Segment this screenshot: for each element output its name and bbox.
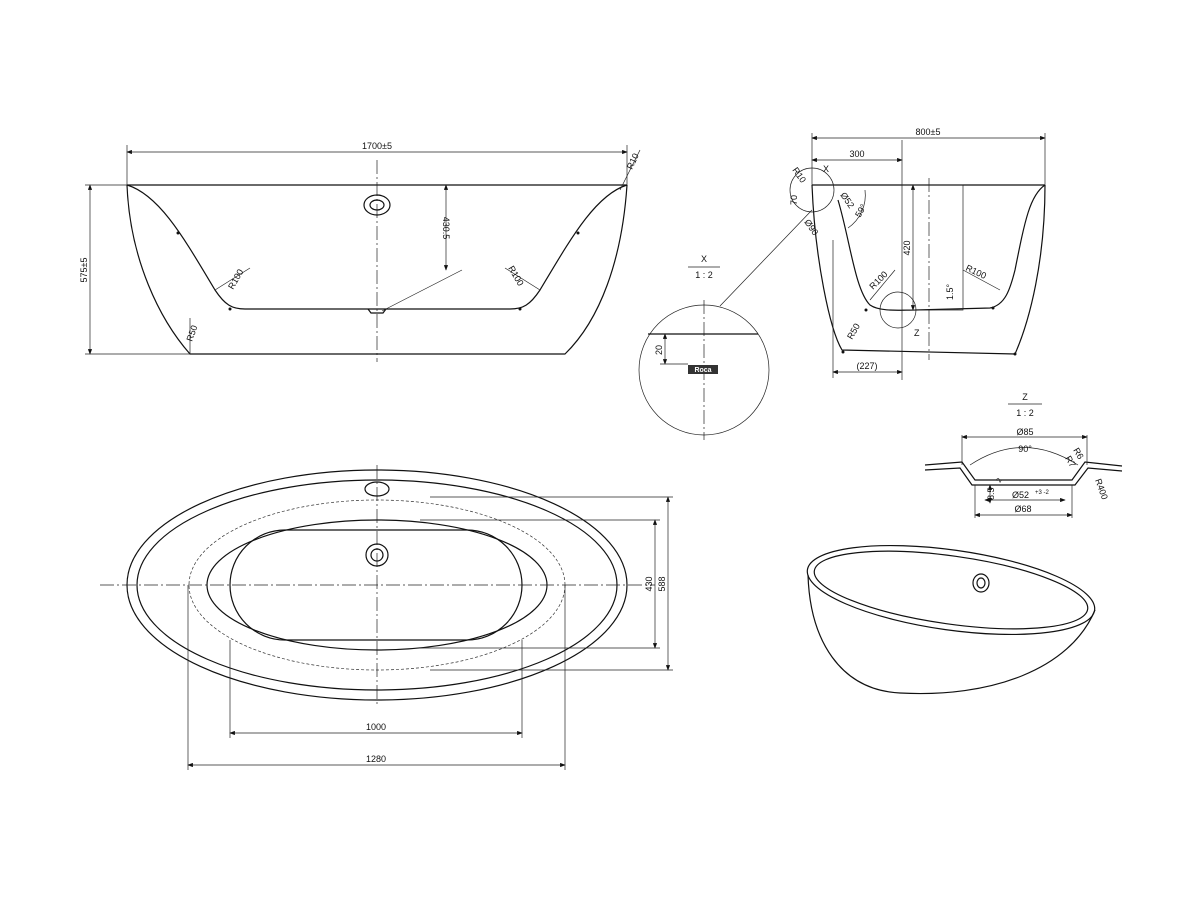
- front-inner-profile: [126, 184, 628, 310]
- iso-rim-outer: [806, 544, 1096, 636]
- dim-420: 420: [902, 240, 912, 255]
- side-view: 800±5 300 420 (227) R10 70 Ø90 Ø52 59° X…: [719, 127, 1046, 380]
- overflow-icon: [363, 194, 391, 216]
- drain-section-outline: [924, 461, 1123, 481]
- dim-70: 70: [789, 195, 799, 205]
- dim-8-5: 8.5: [986, 487, 996, 500]
- detail-z-callout-circle: [879, 291, 917, 329]
- dim-height: 575±5: [79, 258, 89, 283]
- isometric-view: [806, 544, 1096, 695]
- side-outer-profile: [811, 184, 1046, 355]
- roca-logo-icon: [688, 365, 718, 374]
- front-view: 1700±5 575±5 430.5 R10 R100 R100 R50: [79, 141, 641, 362]
- label-r100-right: R100: [964, 263, 988, 281]
- label-r50: R50: [184, 324, 199, 343]
- dim-d85: Ø85: [1016, 427, 1033, 437]
- detail-x-marker: X: [823, 164, 829, 174]
- label-r10: R10: [790, 165, 808, 184]
- iso-body-outline: [807, 574, 1096, 695]
- detail-z-scale: 1 : 2: [1016, 408, 1034, 418]
- front-outer-profile: [126, 184, 628, 355]
- overflow-icon: [364, 481, 390, 497]
- dim-d52: Ø52: [838, 190, 856, 210]
- dim-90deg: 90°: [1018, 444, 1032, 454]
- drain-icon: [367, 308, 387, 314]
- label-r100-left: R100: [226, 267, 245, 291]
- iso-rim-inner: [813, 550, 1089, 630]
- dim-length: 1700±5: [362, 141, 392, 151]
- detail-z: Z 1 : 2 Ø85 90° R6 R7 R400 8.5 2 Ø52 +3 …: [924, 392, 1123, 518]
- detail-x-scale: 1 : 2: [695, 270, 713, 280]
- dim-d68: Ø68: [1014, 504, 1031, 514]
- detail-z-label: Z: [1022, 392, 1028, 402]
- detail-x: X 1 : 2 20 Roca: [638, 254, 770, 440]
- label-r50: R50: [845, 322, 862, 341]
- dim-slope: 1.5°: [945, 283, 955, 300]
- roca-logo-text: Roca: [694, 367, 711, 374]
- dim-588: 588: [657, 576, 667, 591]
- dim-227: (227): [856, 361, 877, 371]
- dim-d52-tolerance: +3 -2: [1035, 490, 1050, 496]
- dim-width: 800±5: [916, 127, 941, 137]
- drain-icon: [365, 543, 389, 567]
- iso-overflow-icon: [972, 573, 990, 593]
- dim-1000: 1000: [366, 722, 386, 732]
- detail-x-label: X: [701, 254, 707, 264]
- dim-d52: Ø52: [1012, 490, 1029, 500]
- plan-view: 1000 1280 430 588: [100, 465, 673, 770]
- label-r7: R7: [1063, 454, 1077, 469]
- dim-1280: 1280: [366, 754, 386, 764]
- dim-20: 20: [654, 345, 664, 355]
- side-inner-profile: [837, 184, 1046, 311]
- dim-430: 430: [644, 576, 654, 591]
- label-r400: R400: [1093, 477, 1110, 501]
- label-r100-right: R100: [506, 264, 525, 288]
- dim-overflow-height: 430.5: [441, 217, 451, 240]
- detail-z-marker: Z: [914, 328, 920, 338]
- dim-2: 2: [996, 477, 1004, 484]
- label-r6: R6: [1071, 446, 1085, 461]
- dim-300: 300: [849, 149, 864, 159]
- dim-d90: Ø90: [802, 217, 820, 237]
